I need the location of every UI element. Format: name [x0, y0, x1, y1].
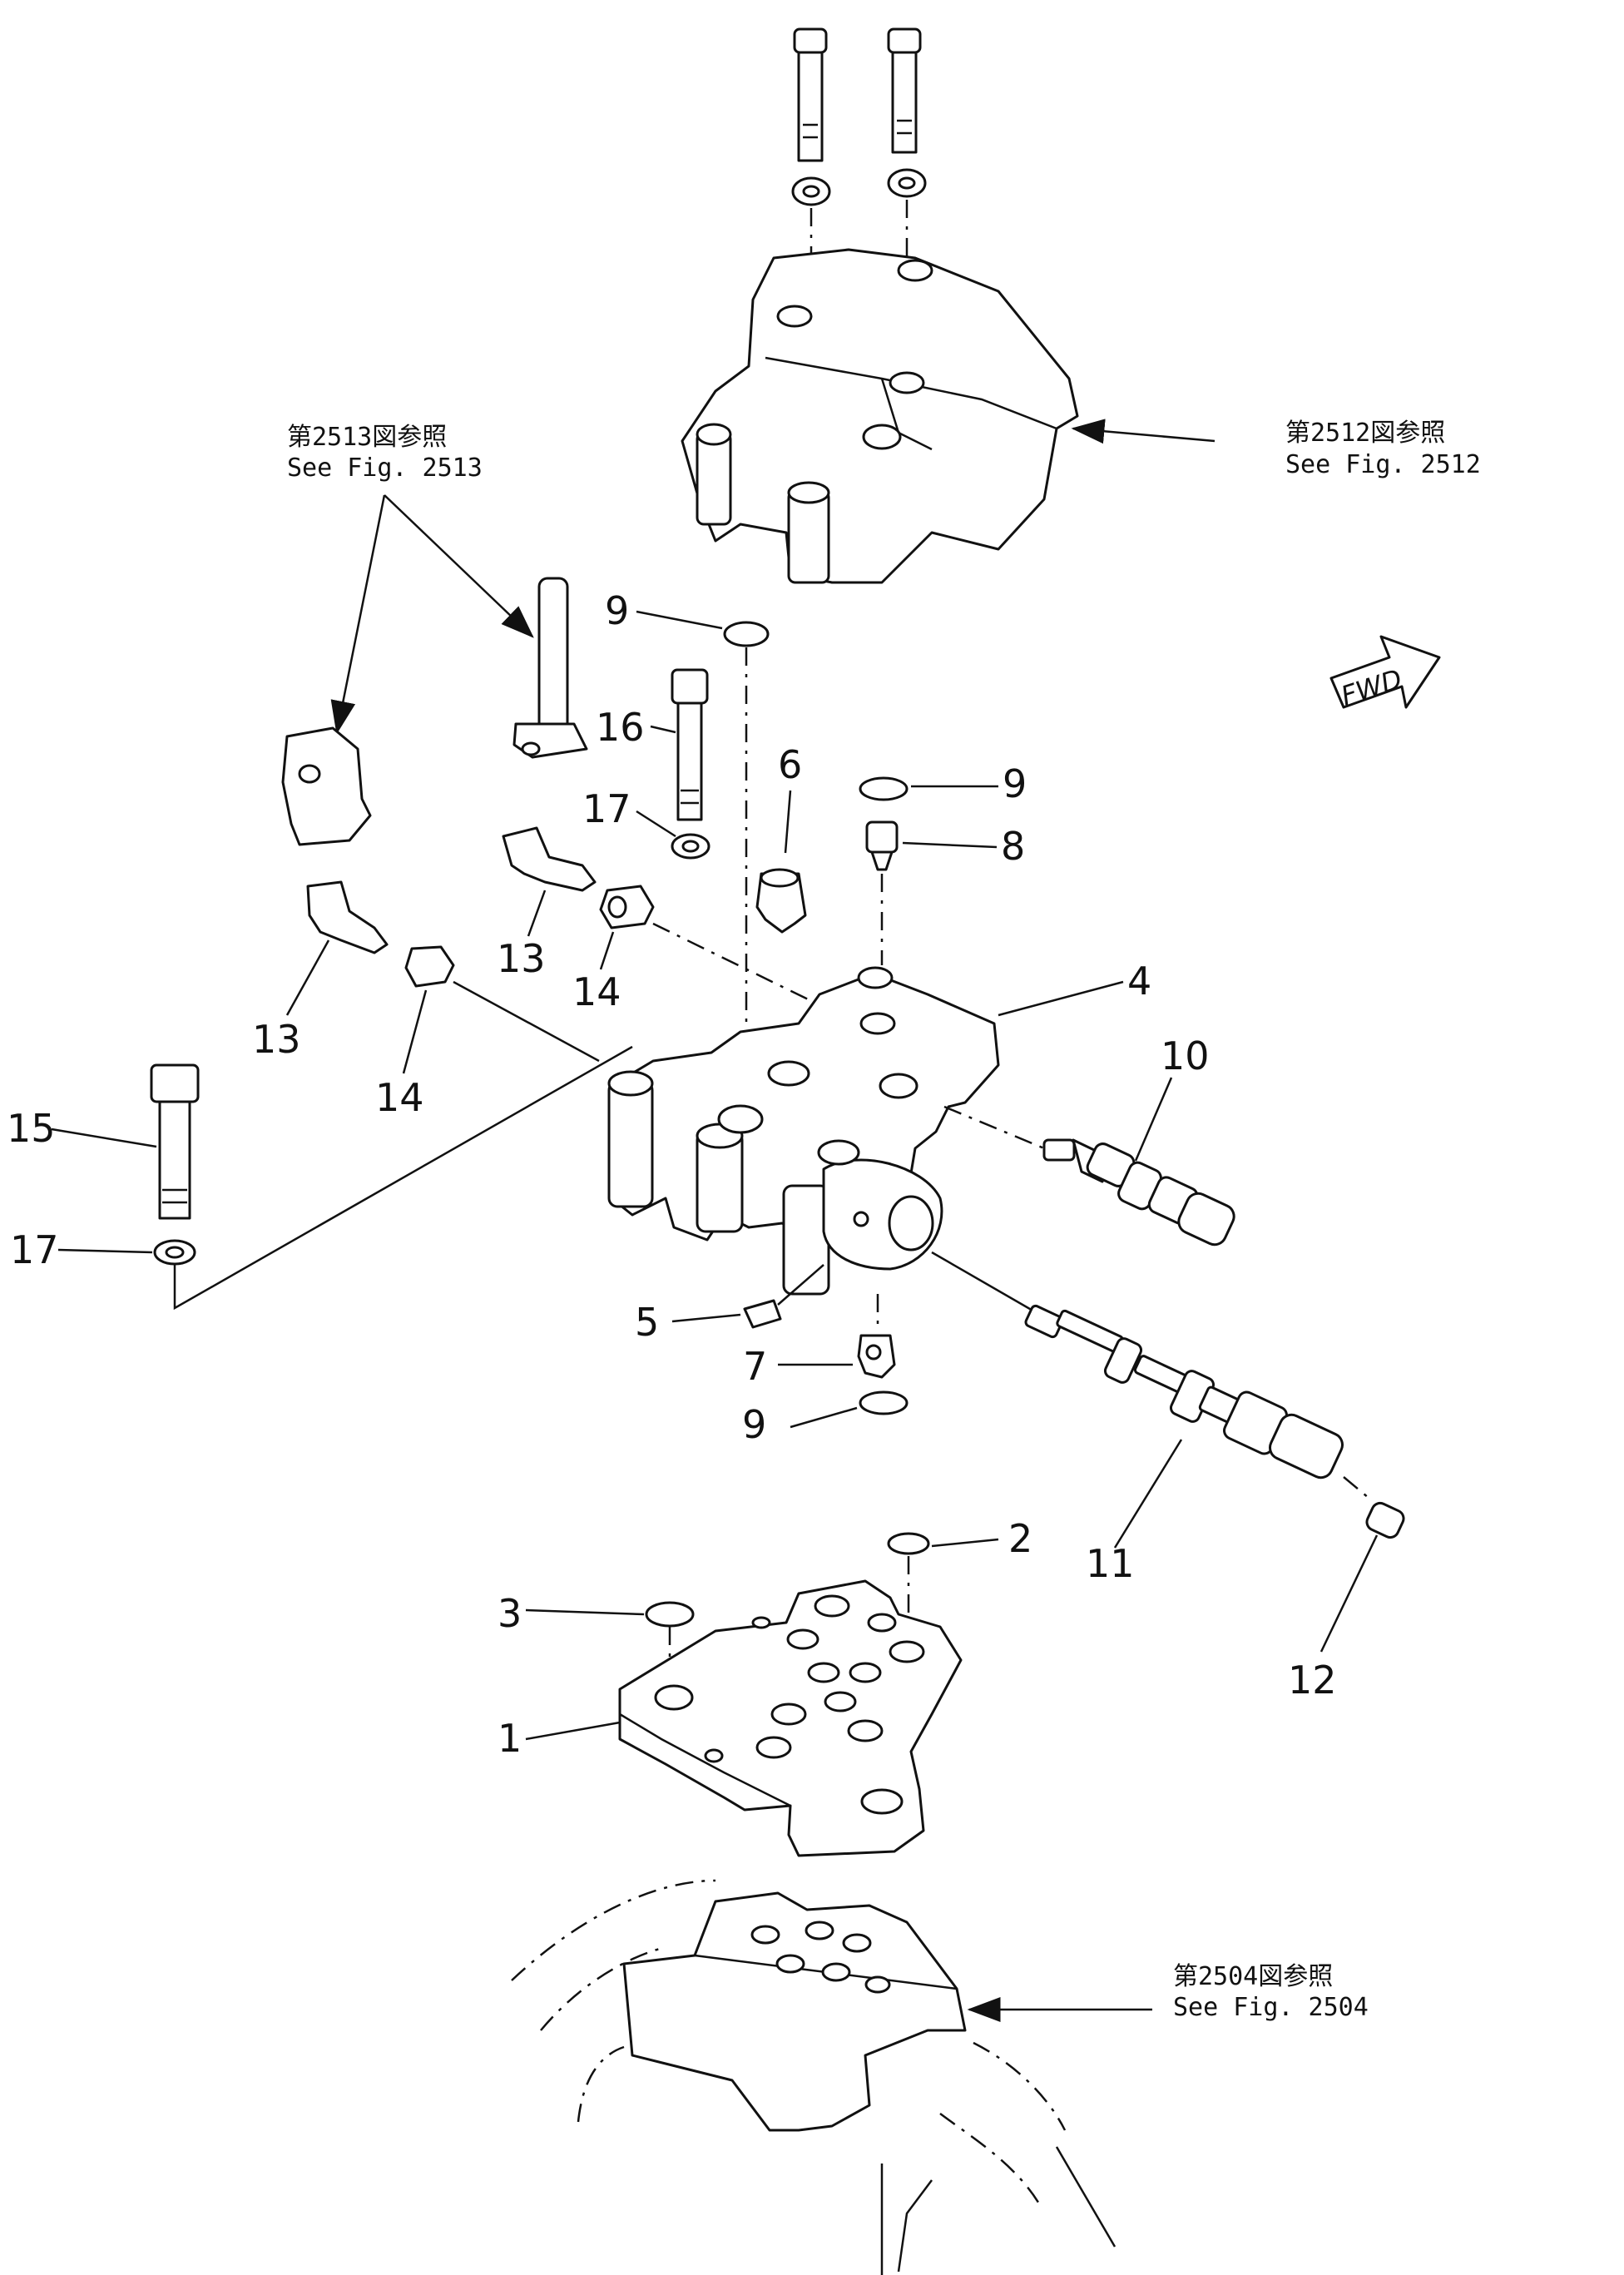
o-ring-9-right: [859, 776, 909, 801]
leader-1: [525, 1721, 621, 1741]
callout-17b: 17: [10, 1227, 59, 1272]
leader-15: [51, 1128, 157, 1148]
o-ring-9-lower: [859, 1390, 909, 1415]
leader-6: [784, 790, 792, 854]
plug-5: [743, 1299, 782, 1329]
svg-text:See Fig. 2512: See Fig. 2512: [1285, 450, 1481, 479]
svg-text:第2512図参照: 第2512図参照: [1285, 419, 1445, 448]
ref-fig2513[interactable]: 第2513図参照 See Fig. 2513: [287, 423, 483, 483]
callout-14b: 14: [375, 1075, 424, 1120]
ref-fig2512[interactable]: 第2512図参照 See Fig. 2512: [1285, 419, 1481, 479]
callout-8: 8: [1001, 824, 1025, 869]
pin-13-upper: [502, 826, 597, 892]
callout-15: 15: [7, 1106, 56, 1151]
leader-16: [650, 725, 676, 734]
plug-7: [857, 1334, 896, 1379]
axis-line-10: [943, 1105, 1045, 1150]
washer-17-lower-hole: [165, 1246, 185, 1259]
callout-6: 6: [778, 742, 802, 787]
top-washers: [791, 168, 927, 206]
axis-line-5: [777, 1264, 824, 1306]
callout-9a: 9: [605, 588, 629, 633]
leader-17b: [57, 1248, 153, 1254]
spool-11: [1024, 1304, 1344, 1479]
o-ring-9-upper: [723, 621, 770, 647]
lower-housing: [511, 1879, 1116, 2275]
leader-10: [1134, 1077, 1173, 1162]
callout-17a: 17: [582, 786, 631, 831]
washer-17-upper-hole: [681, 840, 700, 853]
svg-text:See Fig. 2513: See Fig. 2513: [287, 454, 483, 483]
plug-6: [755, 868, 807, 934]
top-bolt-left: [793, 27, 828, 162]
lever-arm-part: [512, 577, 588, 759]
leader-fig2513-b: [384, 494, 534, 638]
ref-fig2504[interactable]: 第2504図参照 See Fig. 2504: [1173, 1962, 1369, 2022]
svg-text:第2504図参照: 第2504図参照: [1173, 1962, 1333, 1991]
callout-1: 1: [498, 1716, 522, 1761]
leader-14b: [402, 989, 428, 1074]
fwd-arrow-icon: FWD: [1329, 635, 1441, 712]
callout-12: 12: [1288, 1658, 1337, 1703]
bracket-part: [281, 726, 372, 846]
leader-9a: [636, 610, 723, 630]
leader-4: [998, 980, 1124, 1017]
top-bolt-right: [887, 27, 922, 154]
bolt-15: [150, 1063, 200, 1220]
axis-line-15: [173, 1045, 633, 1311]
leader-5: [671, 1313, 741, 1323]
nut-14-upper: [599, 885, 655, 929]
separator-plate: [618, 1579, 963, 1857]
plug-12: [1365, 1501, 1405, 1539]
callout-4: 4: [1127, 959, 1151, 1004]
callout-5: 5: [635, 1300, 659, 1345]
callout-11: 11: [1086, 1541, 1135, 1586]
svg-text:第2513図参照: 第2513図参照: [287, 423, 447, 452]
spool-10: [1042, 1138, 1235, 1247]
callout-14a: 14: [572, 969, 621, 1014]
leader-13a: [527, 890, 547, 937]
callout-13b: 13: [252, 1017, 301, 1062]
leader-17a: [636, 810, 676, 838]
callout-10: 10: [1161, 1033, 1210, 1078]
o-ring-3: [645, 1601, 695, 1628]
callout-13a: 13: [497, 936, 546, 981]
upper-valve-housing: [681, 248, 1079, 584]
svg-text:FWD: FWD: [1337, 663, 1406, 712]
leader-8: [902, 841, 998, 849]
callout-9b: 9: [1003, 761, 1027, 806]
leader-9c: [790, 1406, 858, 1429]
pin-13-lower: [306, 880, 389, 954]
leader-13b: [285, 939, 330, 1016]
leader-3: [525, 1608, 645, 1616]
axis-line-11: [931, 1251, 1041, 1316]
plate-holes: [654, 1594, 925, 1815]
nut-14-lower: [404, 945, 455, 988]
axis-line-14a: [652, 922, 833, 1013]
leader-12: [1320, 1534, 1379, 1653]
plug-8: [865, 820, 899, 871]
leader-fig2512: [1071, 419, 1216, 444]
o-ring-2: [887, 1532, 930, 1555]
bolt-16: [671, 668, 709, 821]
svg-text:See Fig. 2504: See Fig. 2504: [1173, 1993, 1369, 2022]
leader-2: [931, 1538, 999, 1548]
leader-11: [1113, 1439, 1183, 1549]
main-valve-body: [607, 966, 1000, 1296]
callout-2: 2: [1008, 1516, 1032, 1561]
leader-14a: [599, 931, 615, 970]
axis-line-12: [1343, 1476, 1369, 1499]
callout-7: 7: [743, 1344, 767, 1389]
leader-fig2513-a: [330, 494, 386, 735]
callout-3: 3: [498, 1591, 522, 1636]
callout-16: 16: [596, 705, 645, 750]
callout-9c: 9: [742, 1402, 766, 1447]
axis-line-14b: [453, 980, 600, 1063]
